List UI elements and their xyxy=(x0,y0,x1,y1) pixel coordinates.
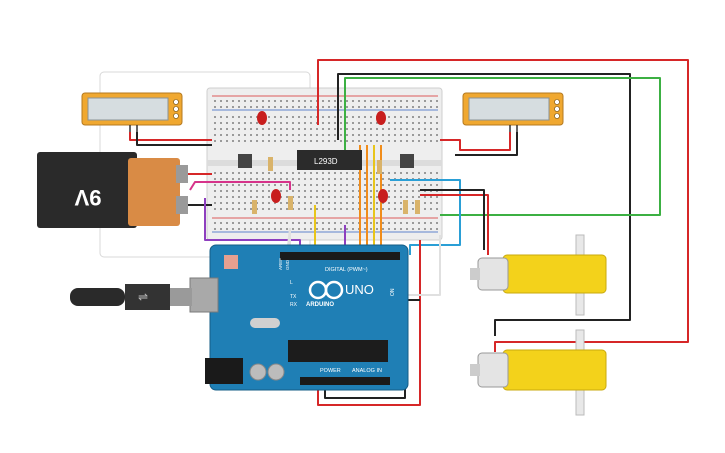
led-red-4 xyxy=(378,189,388,203)
wire-blue xyxy=(390,179,461,255)
battery-9v[interactable]: 9V xyxy=(37,152,188,228)
wire-lcd-left-red xyxy=(129,132,212,141)
arduino-uno-board[interactable]: UNO ARDUINO DIGITAL (PWM~) POWER ANALOG … xyxy=(189,244,409,391)
wire-red-power xyxy=(317,240,421,406)
arduino-power-header-label: POWER xyxy=(320,368,341,374)
arduino-brand-label: ARDUINO xyxy=(306,302,334,308)
push-button-left[interactable] xyxy=(238,154,252,168)
resistors xyxy=(252,157,420,214)
arduino-tx-label: TX xyxy=(290,294,297,300)
leds xyxy=(257,111,388,203)
wire-black-outer xyxy=(337,73,631,336)
wire-pink xyxy=(189,181,291,191)
arduino-on-label: ON xyxy=(390,288,396,296)
battery-label: 9V xyxy=(74,185,101,210)
wire-red-outer xyxy=(317,59,689,352)
arduino-l-label: L xyxy=(290,280,293,286)
wire-red-motor-top xyxy=(420,194,489,255)
led-red-1 xyxy=(257,111,267,125)
arduino-logo-icon xyxy=(308,280,344,300)
arduino-digital-header-label: DIGITAL (PWM~) xyxy=(325,267,368,273)
lcd-display-left[interactable] xyxy=(81,92,183,132)
push-button-right[interactable] xyxy=(400,154,414,168)
usb-cable[interactable]: ⇌ xyxy=(70,284,192,310)
wire-black-power xyxy=(324,299,420,399)
wire-green-outer xyxy=(344,77,661,216)
usb-icon: ⇌ xyxy=(138,290,148,304)
l293d-driver-chip[interactable]: L293D xyxy=(297,150,362,170)
arduino-analog-header-label: ANALOG IN xyxy=(352,368,382,374)
chip-label: L293D xyxy=(314,157,338,166)
led-red-2 xyxy=(376,111,386,125)
dc-motor-bottom[interactable] xyxy=(470,329,607,416)
arduino-gnd-label: GND xyxy=(285,259,290,270)
lcd-display-right[interactable] xyxy=(462,92,564,132)
dc-motor-top[interactable] xyxy=(470,234,607,316)
arduino-aref-label: AREF xyxy=(278,258,283,270)
arduino-rx-label: RX xyxy=(290,302,298,308)
wire-black-motor-top xyxy=(420,189,485,250)
wire-lcd-left-black xyxy=(136,132,212,146)
wire-lcd-right-black xyxy=(455,132,518,156)
wire-lcd-right-red xyxy=(440,132,511,151)
led-red-3 xyxy=(271,189,281,203)
arduino-model-label: UNO xyxy=(345,282,374,297)
